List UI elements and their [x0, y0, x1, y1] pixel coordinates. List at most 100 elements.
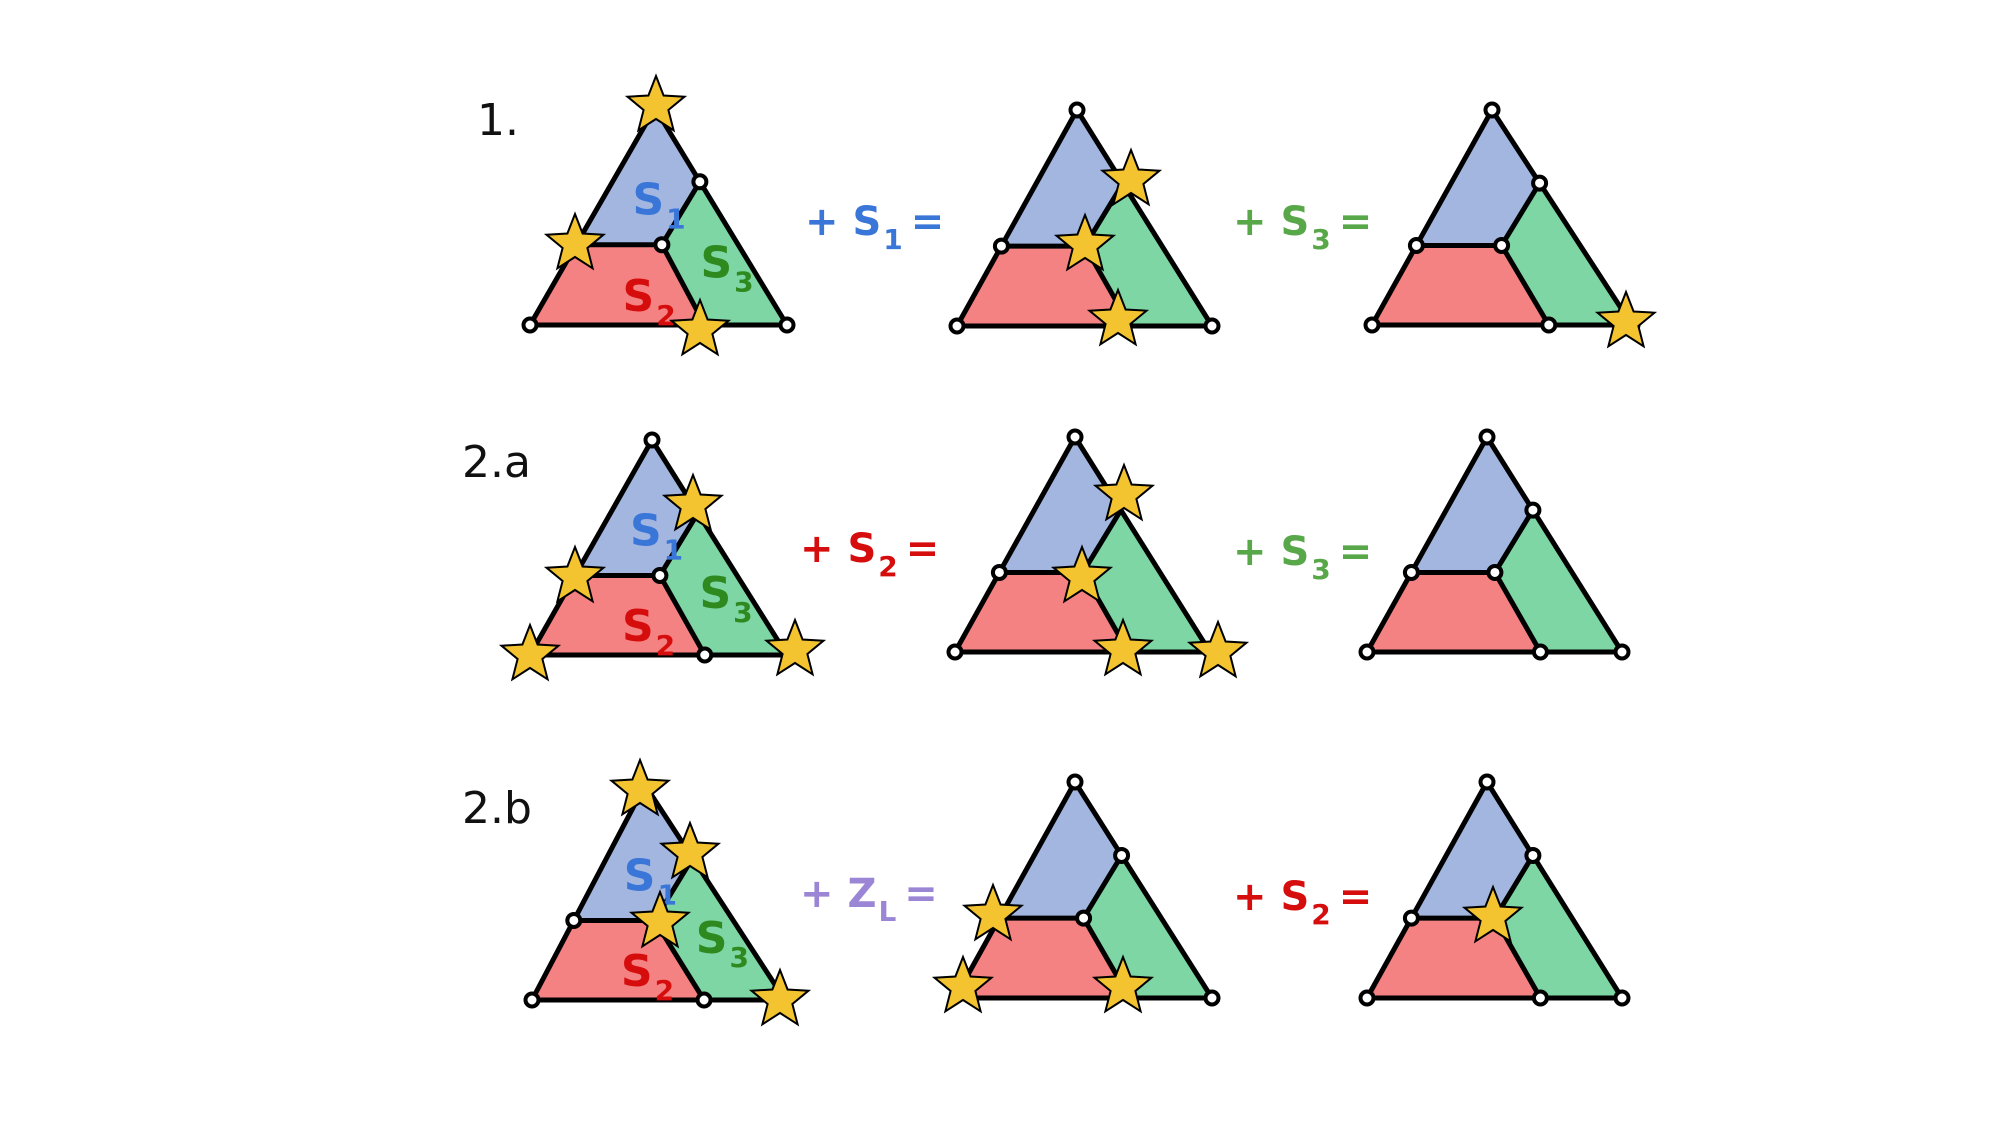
- operation-label-prefix: + S: [1233, 874, 1309, 920]
- open-circle-vertex-icon: [521, 316, 539, 334]
- s2-label-letter: S: [621, 946, 653, 997]
- open-circle-vertex-icon: [1524, 846, 1542, 864]
- s3-region: [1082, 510, 1210, 652]
- s1-region: [1416, 110, 1540, 246]
- s3-region: [1494, 855, 1622, 998]
- open-circle-vertex-icon: [1478, 428, 1496, 446]
- s2-label-letter: S: [622, 601, 654, 652]
- s2-region: [957, 246, 1131, 326]
- open-circle-vertex-icon: [1358, 643, 1376, 661]
- open-circle-vertex-icon: [651, 566, 669, 584]
- triangle-outline: [952, 434, 1213, 655]
- operation-label-subscript: L: [878, 895, 896, 928]
- operation-label: + S1=: [805, 199, 944, 256]
- open-circle-vertex-icon: [1613, 989, 1631, 1007]
- triangle-diagram: [946, 428, 1250, 679]
- star-icon: [498, 622, 562, 682]
- star-icon: [543, 544, 607, 604]
- star-icon: [661, 472, 725, 532]
- operation-label-equals: =: [904, 871, 938, 917]
- s2-region: [530, 244, 705, 325]
- open-circle-vertex-icon: [1524, 501, 1542, 519]
- triangle-diagram: [948, 101, 1221, 347]
- operation-label: + S2=: [1233, 874, 1372, 931]
- s3-region: [661, 181, 787, 325]
- open-circle-vertex-icon: [1493, 236, 1511, 254]
- operation-label: + S2=: [800, 526, 939, 583]
- triangle-diagram: [931, 773, 1221, 1014]
- s1-region-label: S1: [630, 506, 683, 567]
- star-icon: [1086, 287, 1150, 347]
- s1-region-label: S1: [632, 174, 685, 235]
- operation-label: + S3=: [1233, 199, 1372, 256]
- s2-region: [1367, 572, 1541, 652]
- star-icon: [1594, 289, 1658, 349]
- open-circle-vertex-icon: [653, 236, 671, 254]
- star-icon: [658, 820, 722, 880]
- s2-region: [530, 575, 705, 655]
- open-circle-vertex-icon: [1407, 236, 1425, 254]
- operation-label-equals: =: [1339, 199, 1373, 245]
- open-circle-vertex-icon: [691, 173, 709, 191]
- s2-region: [532, 920, 705, 1000]
- open-circle-vertex-icon: [695, 991, 713, 1009]
- open-circle-vertex-icon: [1066, 773, 1084, 791]
- s1-region: [999, 437, 1121, 573]
- triangle-diagram: S1S 2 S3: [521, 73, 796, 357]
- open-circle-vertex-icon: [1066, 428, 1084, 446]
- s2-label-subscript: 2: [656, 299, 675, 332]
- open-circle-vertex-icon: [1531, 174, 1549, 192]
- operation-label-equals: =: [911, 199, 945, 245]
- open-circle-vertex-icon: [1363, 316, 1381, 334]
- open-circle-vertex-icon: [1613, 643, 1631, 661]
- operation-label-prefix: + S: [1233, 529, 1309, 575]
- star-icon: [1092, 462, 1156, 522]
- operation-label-equals: =: [1339, 529, 1373, 575]
- triangle-outline: [1364, 779, 1625, 1001]
- s1-label-subscript: 1: [664, 534, 683, 567]
- triangle-outline: [1364, 434, 1625, 655]
- s3-region-label: S3: [699, 568, 752, 629]
- star-icon: [668, 297, 732, 357]
- star-icon: [1099, 147, 1163, 207]
- s1-region: [1001, 110, 1123, 247]
- triangle-diagram: [1358, 428, 1631, 661]
- star-icon: [1091, 954, 1155, 1014]
- s2-label-subscript: 2: [655, 974, 674, 1007]
- s1-region: [999, 782, 1122, 919]
- open-circle-vertex-icon: [778, 316, 796, 334]
- open-circle-vertex-icon: [1402, 563, 1420, 581]
- operation-label: + S3=: [1233, 529, 1372, 586]
- star-icon: [628, 889, 692, 949]
- s3-region-label: S3: [700, 237, 753, 298]
- s1-region: [1411, 437, 1533, 573]
- s1-region-label: S1: [624, 851, 677, 912]
- s3-region: [1083, 855, 1212, 998]
- s3-region: [654, 858, 785, 1000]
- open-circle-vertex-icon: [1483, 101, 1501, 119]
- triangle-outline: [527, 105, 790, 328]
- inner-edge: [1492, 571, 1543, 654]
- operation-label-subscript: 3: [1311, 223, 1330, 256]
- s2-region: [955, 918, 1130, 998]
- open-circle-vertex-icon: [1540, 316, 1558, 334]
- star-icon: [1050, 544, 1114, 604]
- star-icon: [763, 617, 827, 677]
- s1-label-letter: S: [632, 174, 664, 225]
- star-icon: [1186, 619, 1250, 679]
- triangle-outline: [527, 437, 790, 658]
- star-icon: [1053, 212, 1117, 272]
- operation-label-equals: =: [1339, 874, 1373, 920]
- row-label: 1.: [477, 95, 519, 146]
- triangle-outline: [952, 779, 1215, 1001]
- s3-label-letter: S: [696, 913, 728, 964]
- s3-label-subscript: 3: [734, 265, 753, 298]
- s3-region: [1084, 183, 1212, 326]
- open-circle-vertex-icon: [1478, 773, 1496, 791]
- s1-region: [573, 785, 693, 921]
- triangle-diagram: [1358, 773, 1631, 1007]
- row-label: 2.a: [462, 437, 531, 488]
- open-circle-vertex-icon: [1203, 989, 1221, 1007]
- operation-label-subscript: 2: [878, 550, 897, 583]
